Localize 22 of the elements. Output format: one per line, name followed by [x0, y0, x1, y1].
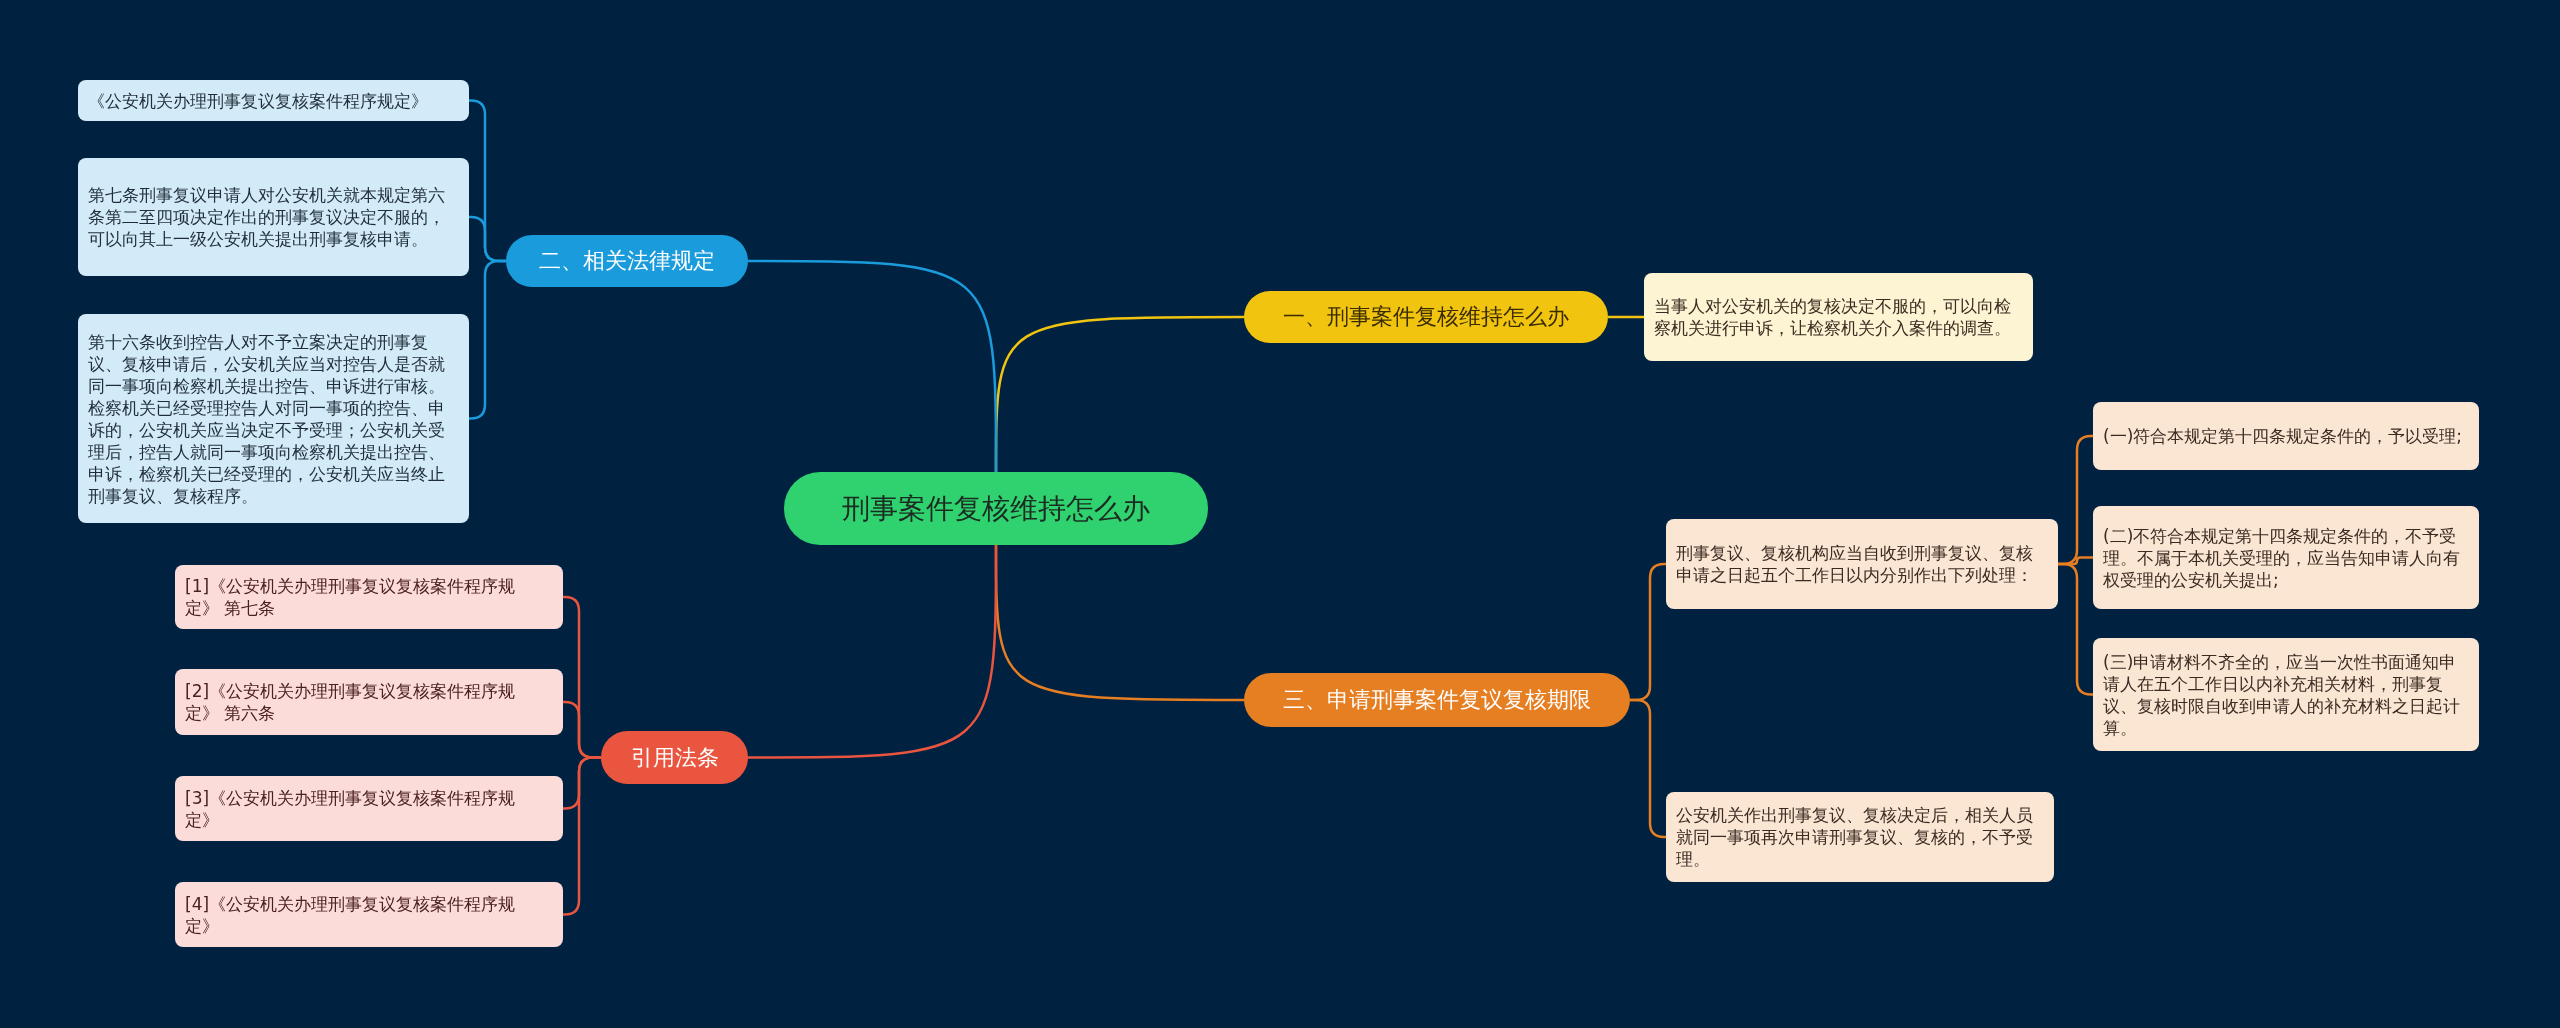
- connector-line: [748, 259, 998, 472]
- leaf-topic: [4]《公安机关办理刑事复议复核案件程序规定》: [175, 882, 563, 947]
- leaf-topic: 第七条刑事复议申请人对公安机关就本规定第六条第二至四项决定作出的刑事复议决定不服的，可以向其上一级公安机关提出刑事复核申请。: [78, 158, 469, 276]
- leaf-topic: 第十六条收到控告人对不予立案决定的刑事复议、复核申请后，公安机关应当对控告人是否就同一事项向检察机关提出控告、申诉进行审核。检察机关已经受理控告人对同一事项的控告、申诉的，公安机关应当决定不予受理；公安机关受理后，控告人就同一事项向检察机关提出控告、申诉，检察机关已经受理的，公安机关应当终止刑事复议、复核程序。: [78, 314, 469, 523]
- connector-line: [1608, 315, 1644, 319]
- branch-topic: 一、刑事案件复核维持怎么办: [1244, 291, 1608, 343]
- leaf-topic: 当事人对公安机关的复核决定不服的，可以向检察机关进行申诉，让检察机关介入案件的调查。: [1644, 273, 2033, 361]
- leaf-topic: [3]《公安机关办理刑事复议复核案件程序规定》: [175, 776, 563, 841]
- leaf-topic: [2]《公安机关办理刑事复议复核案件程序规定》 第六条: [175, 669, 563, 735]
- connector-line: [469, 259, 506, 420]
- leaf-topic: (三)申请材料不齐全的，应当一次性书面通知申请人在五个工作日以内补充相关材料，刑事复议、复核时限自收到申请人的补充材料之日起计算。: [2093, 638, 2479, 751]
- leaf-topic: (一)符合本规定第十四条规定条件的，予以受理;: [2093, 402, 2479, 470]
- leaf-topic: 刑事复议、复核机构应当自收到刑事复议、复核申请之日起五个工作日以内分别作出下列处理：: [1666, 519, 2058, 609]
- branch-topic: 二、相关法律规定: [506, 235, 748, 287]
- branch-topic: 引用法条: [601, 731, 748, 784]
- leaf-topic: [1]《公安机关办理刑事复议复核案件程序规定》 第七条: [175, 565, 563, 629]
- branch-topic: 三、申请刑事案件复议复核期限: [1244, 673, 1630, 727]
- leaf-topic: 公安机关作出刑事复议、复核决定后，相关人员就同一事项再次申请刑事复议、复核的，不予受理。: [1666, 792, 2054, 882]
- connector-line: [748, 545, 998, 759]
- leaf-topic: (二)不符合本规定第十四条规定条件的，不予受理。不属于本机关受理的，应当告知申请人向有权受理的公安机关提出;: [2093, 506, 2479, 609]
- leaf-topic: 《公安机关办理刑事复议复核案件程序规定》: [78, 80, 469, 121]
- central-topic: 刑事案件复核维持怎么办: [784, 472, 1208, 545]
